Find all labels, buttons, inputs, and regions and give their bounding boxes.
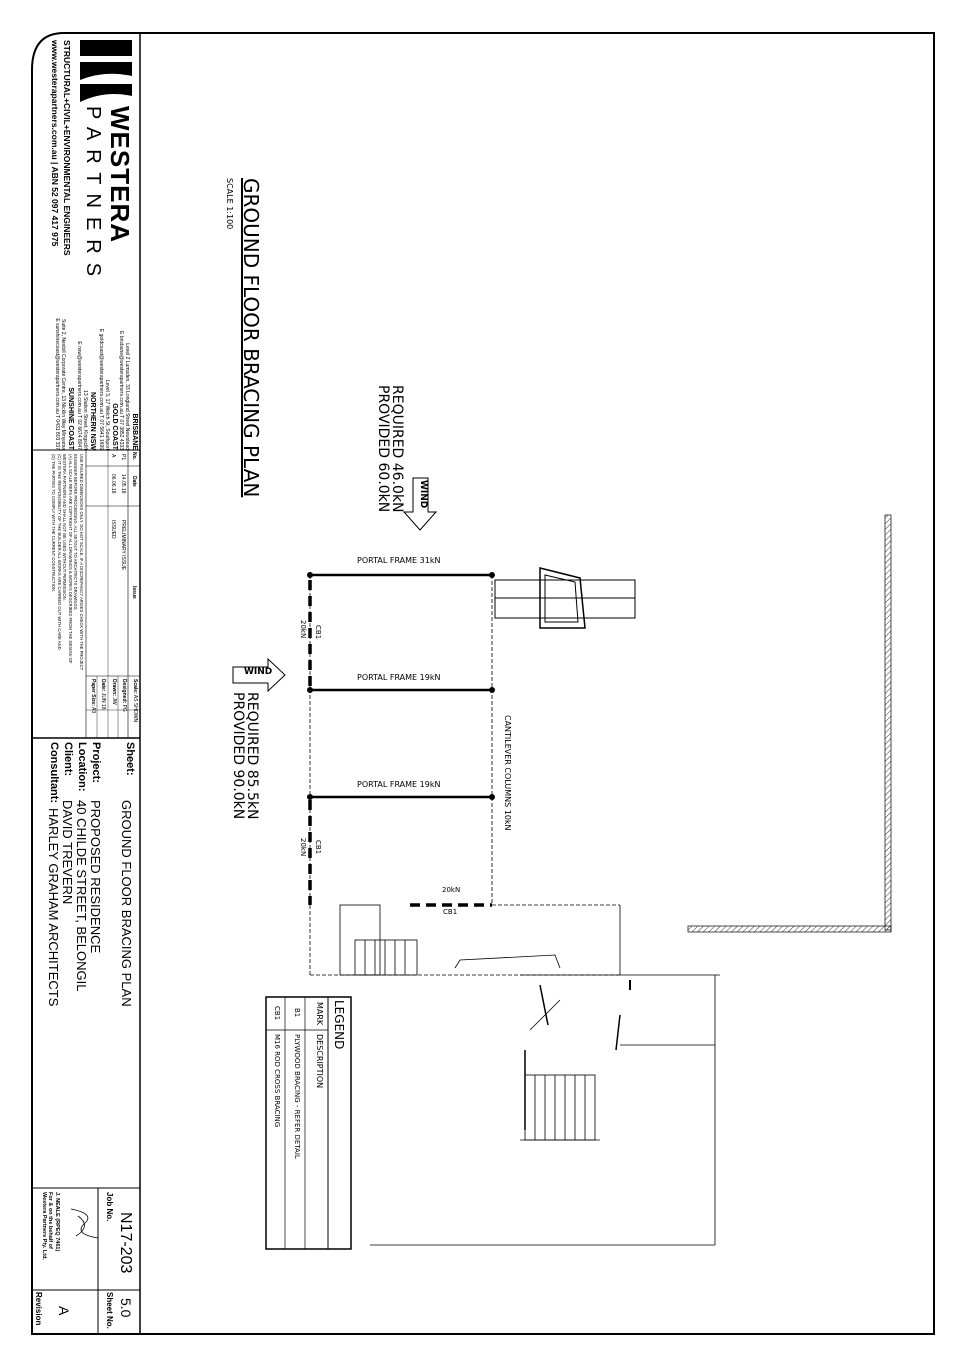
legend-row-1-desc: PLYWOOD BRACING - REFER DETAIL [293,1034,301,1159]
portal-frame-2-label: PORTAL FRAME 19kN [357,673,441,682]
drawing-title: GROUND FLOOR BRACING PLAN [239,178,263,498]
lower-plan-elements [370,974,720,1246]
kn20-label-1: 20kN [299,620,307,639]
lower-bracing-summary: REQUIRED 85.5kN PROVIDED 90.0kN [230,692,260,820]
cb1-label-2: CB1 [314,840,322,855]
portal-frames [307,572,495,800]
kn20-label-3: 20kN [442,886,461,894]
lower-provided: PROVIDED 90.0kN [230,692,246,820]
wind-label-left: WIND [244,667,273,677]
legend-row-2-desc: M16 ROD CROSS BRACING [273,1034,281,1128]
legend-title: LEGEND [332,1000,346,1050]
cb1-bracing [308,580,492,907]
engineer-signature [70,1208,99,1239]
wind-arrow-left [232,657,286,693]
legend-row-2-mark: CB1 [273,1006,281,1021]
upper-provided: PROVIDED 60.0kN [375,385,391,513]
cantilever-columns-label: CANTILEVER COLUMNS 10kN [503,715,512,831]
legend-box [265,996,352,1250]
kn20-label-2: 20kN [299,838,307,857]
upper-bracing-summary: REQUIRED 46.0kN PROVIDED 60.0kN [375,385,405,513]
portal-frame-3-label: PORTAL FRAME 19kN [357,780,441,789]
upper-required: REQUIRED 46.0kN [389,385,405,513]
ground-floor-outline [309,575,621,976]
lower-required: REQUIRED 85.5kN [244,692,260,820]
upper-structure [494,567,636,629]
drawing-scale: SCALE 1:100 [225,178,234,230]
boundary-wall-vertical [884,514,892,931]
wind-arrow-top [402,477,438,531]
cb1-label-3: CB1 [443,908,458,916]
legend-header-mark: MARK [315,1002,324,1026]
portal-frame-1-label: PORTAL FRAME 31kN [357,556,441,565]
wind-label-top: WIND [418,480,428,509]
boundary-wall-horizontal [687,925,892,933]
cb1-label-1: CB1 [314,625,322,640]
stair-structure [339,904,561,976]
legend-header-desc: DESCRIPTION [315,1034,324,1089]
legend-row-1-mark: B1 [293,1008,301,1018]
westera-logo-icon [80,40,132,102]
